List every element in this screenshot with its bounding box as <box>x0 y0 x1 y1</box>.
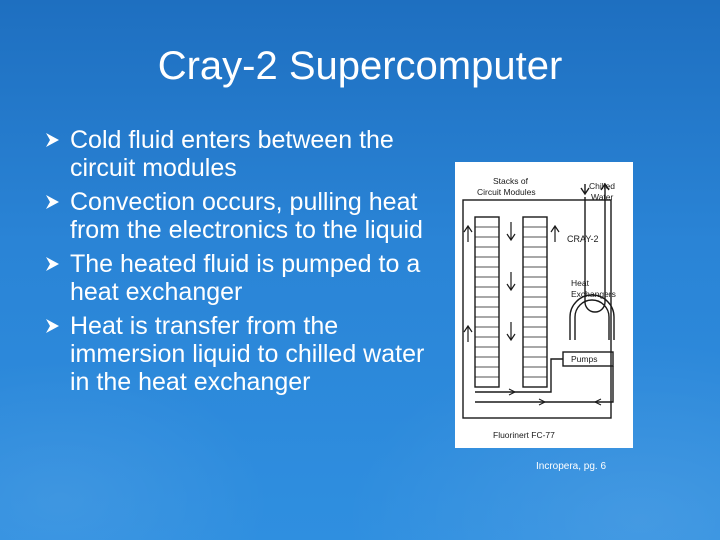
bullet-text: Heat is transfer from the immersion liqu… <box>70 312 425 396</box>
slide-title: Cray-2 Supercomputer <box>157 44 563 88</box>
pump-loop <box>475 351 614 406</box>
label-heat-line2: Exchangers <box>571 289 616 299</box>
label-stacks-line1: Stacks of <box>493 176 529 186</box>
label-chilled-line1: Chilled <box>589 181 615 191</box>
label-cray2: CRAY-2 <box>567 234 599 244</box>
arrowhead-bullet-icon <box>46 195 59 209</box>
heat-exchanger <box>569 294 615 340</box>
chilled-water-pipe <box>580 182 610 313</box>
module-stack-right <box>522 216 548 388</box>
bullet-text: Convection occurs, pulling heat from the… <box>70 188 423 244</box>
label-stacks-line2: Circuit Modules <box>477 187 536 197</box>
cray2-cooling-diagram: Stacks of Circuit Modules Chilled Water … <box>455 162 633 448</box>
bullet-text: The heated fluid is pumped to a heat exc… <box>70 250 421 306</box>
arrowhead-bullet-icon <box>46 257 59 271</box>
label-heat-line1: Heat <box>571 278 590 288</box>
figure-caption: Incropera, pg. 6 <box>536 461 607 472</box>
cooling-schematic: Stacks of Circuit Modules Chilled Water … <box>462 176 616 440</box>
bullet-list: Cold fluid enters between the circuit mo… <box>44 126 444 402</box>
label-fluorinert: Fluorinert FC-77 <box>493 430 555 440</box>
bullet-item: Heat is transfer from the immersion liqu… <box>44 312 444 396</box>
bullet-item: Convection occurs, pulling heat from the… <box>44 188 444 244</box>
module-stack-left <box>474 216 500 388</box>
label-pumps: Pumps <box>571 354 597 364</box>
flow-arrows <box>463 222 560 342</box>
bullet-item: The heated fluid is pumped to a heat exc… <box>44 250 444 306</box>
bullet-text: Cold fluid enters between the circuit mo… <box>70 126 394 182</box>
bullet-item: Cold fluid enters between the circuit mo… <box>44 126 444 182</box>
label-chilled-line2: Water <box>591 192 614 202</box>
immersion-tank <box>462 199 612 419</box>
arrowhead-bullet-icon <box>46 319 59 333</box>
arrowhead-bullet-icon <box>46 133 59 147</box>
